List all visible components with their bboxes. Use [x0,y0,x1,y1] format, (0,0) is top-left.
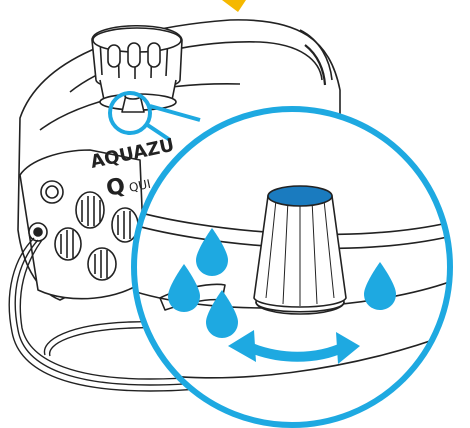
top-marker [222,0,246,12]
nozzle-top [268,186,332,206]
zoom-detail [130,109,460,425]
